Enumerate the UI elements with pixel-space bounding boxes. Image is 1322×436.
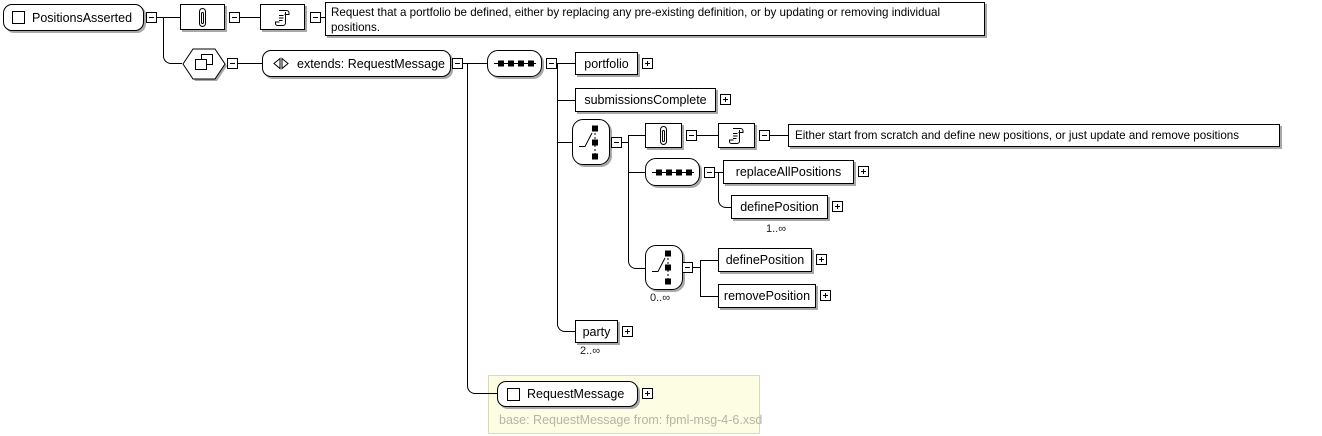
connector-line — [693, 267, 700, 268]
documentation-text: Request that a portfolio be defined, eit… — [325, 2, 985, 36]
expand-toggle[interactable] — [720, 94, 731, 105]
choice-icon — [579, 125, 603, 160]
connector-line — [565, 331, 575, 332]
choice-node[interactable] — [645, 245, 683, 290]
connector-line — [700, 296, 718, 297]
extension-label: extends: RequestMessage — [297, 56, 446, 71]
documentation-text: Either start from scratch and define new… — [788, 124, 1280, 147]
connector-line — [622, 142, 628, 143]
connector-corner — [718, 200, 727, 208]
connector-line — [238, 63, 262, 64]
choice-node[interactable] — [572, 119, 610, 165]
extension-icon — [272, 57, 290, 70]
connector-line — [700, 260, 718, 261]
element-party[interactable]: party — [575, 320, 618, 343]
sequence-icon — [493, 59, 536, 68]
connector-line — [628, 135, 629, 261]
connector-line — [463, 63, 487, 64]
expand-toggle[interactable] — [622, 326, 633, 337]
connector-line — [770, 135, 788, 136]
element-label: replaceAllPositions — [735, 165, 842, 179]
collapse-toggle[interactable] — [227, 58, 238, 69]
paperclip-icon — [196, 7, 209, 28]
connector-line — [163, 17, 164, 56]
connector-line — [557, 63, 575, 64]
connector-line — [557, 142, 572, 143]
collapse-toggle[interactable] — [611, 137, 622, 148]
collapse-toggle[interactable] — [682, 262, 693, 273]
collapse-toggle[interactable] — [759, 130, 770, 141]
collapse-toggle[interactable] — [452, 58, 463, 69]
element-submissions-complete[interactable]: submissionsComplete — [575, 88, 716, 112]
extension-node[interactable]: extends: RequestMessage — [262, 50, 451, 77]
expand-toggle[interactable] — [832, 201, 843, 212]
sequence-node[interactable] — [487, 50, 542, 77]
connector-line — [240, 17, 260, 18]
connector-line — [467, 63, 468, 386]
element-label: PositionsAsserted — [32, 10, 133, 25]
connector-corner — [467, 386, 476, 394]
expand-toggle[interactable] — [642, 388, 653, 399]
annotation-node[interactable] — [645, 123, 682, 148]
cardinality-label: 1..∞ — [766, 223, 787, 235]
connector-line — [636, 268, 645, 269]
connector-line — [700, 260, 701, 297]
connector-line — [171, 63, 182, 64]
element-remove-position[interactable]: removePosition — [718, 284, 816, 308]
scroll-icon — [273, 8, 292, 27]
connector-line — [157, 17, 180, 18]
element-icon — [12, 11, 25, 24]
element-label: definePosition — [725, 253, 805, 267]
documentation-node[interactable] — [260, 4, 305, 30]
base-type-note: base: RequestMessage from: fpml-msg-4-6.… — [499, 413, 763, 427]
complex-content-node[interactable] — [180, 45, 228, 84]
choice-icon — [652, 250, 676, 285]
cardinality-label: 2..∞ — [580, 345, 601, 357]
element-label: removePosition — [723, 289, 811, 303]
connector-line — [718, 172, 719, 200]
element-label: portfolio — [584, 56, 629, 71]
expand-toggle[interactable] — [858, 166, 869, 177]
connector-line — [321, 17, 325, 18]
sequence-node[interactable] — [645, 158, 700, 186]
collapse-toggle[interactable] — [686, 130, 697, 141]
element-icon — [507, 387, 520, 401]
element-define-position[interactable]: definePosition — [731, 195, 828, 219]
documentation-node[interactable] — [718, 123, 755, 148]
collapse-toggle[interactable] — [546, 58, 557, 69]
element-label: party — [582, 324, 611, 339]
cardinality-label: 0..∞ — [650, 292, 671, 304]
expand-toggle[interactable] — [816, 254, 827, 265]
connector-corner — [557, 324, 566, 332]
element-replace-all-positions[interactable]: replaceAllPositions — [723, 160, 854, 184]
scroll-icon — [727, 126, 746, 145]
collapse-toggle[interactable] — [310, 12, 321, 23]
connector-corner — [628, 261, 637, 269]
connector-line — [697, 135, 718, 136]
element-request-message-base[interactable]: RequestMessage — [497, 381, 638, 407]
connector-line — [715, 172, 723, 173]
connector-corner — [163, 56, 172, 64]
connector-line — [628, 135, 645, 136]
element-label: RequestMessage — [527, 387, 625, 401]
paperclip-icon — [657, 125, 670, 146]
connector-line — [557, 63, 558, 324]
sequence-icon — [651, 168, 694, 177]
expand-toggle[interactable] — [820, 290, 831, 301]
complex-content-icon — [195, 54, 213, 70]
connector-line — [475, 393, 497, 394]
expand-toggle[interactable] — [642, 58, 653, 69]
collapse-toggle[interactable] — [229, 12, 240, 23]
element-portfolio[interactable]: portfolio — [575, 52, 638, 75]
collapse-toggle[interactable] — [704, 167, 715, 178]
connector-line — [557, 100, 575, 101]
collapse-toggle[interactable] — [146, 12, 157, 23]
element-label: definePosition — [740, 200, 819, 214]
element-positions-asserted[interactable]: PositionsAsserted — [3, 4, 144, 31]
connector-line — [726, 207, 731, 208]
connector-line — [628, 172, 645, 173]
element-define-position[interactable]: definePosition — [718, 248, 812, 272]
element-label: submissionsComplete — [584, 93, 707, 107]
annotation-node[interactable] — [180, 4, 225, 30]
